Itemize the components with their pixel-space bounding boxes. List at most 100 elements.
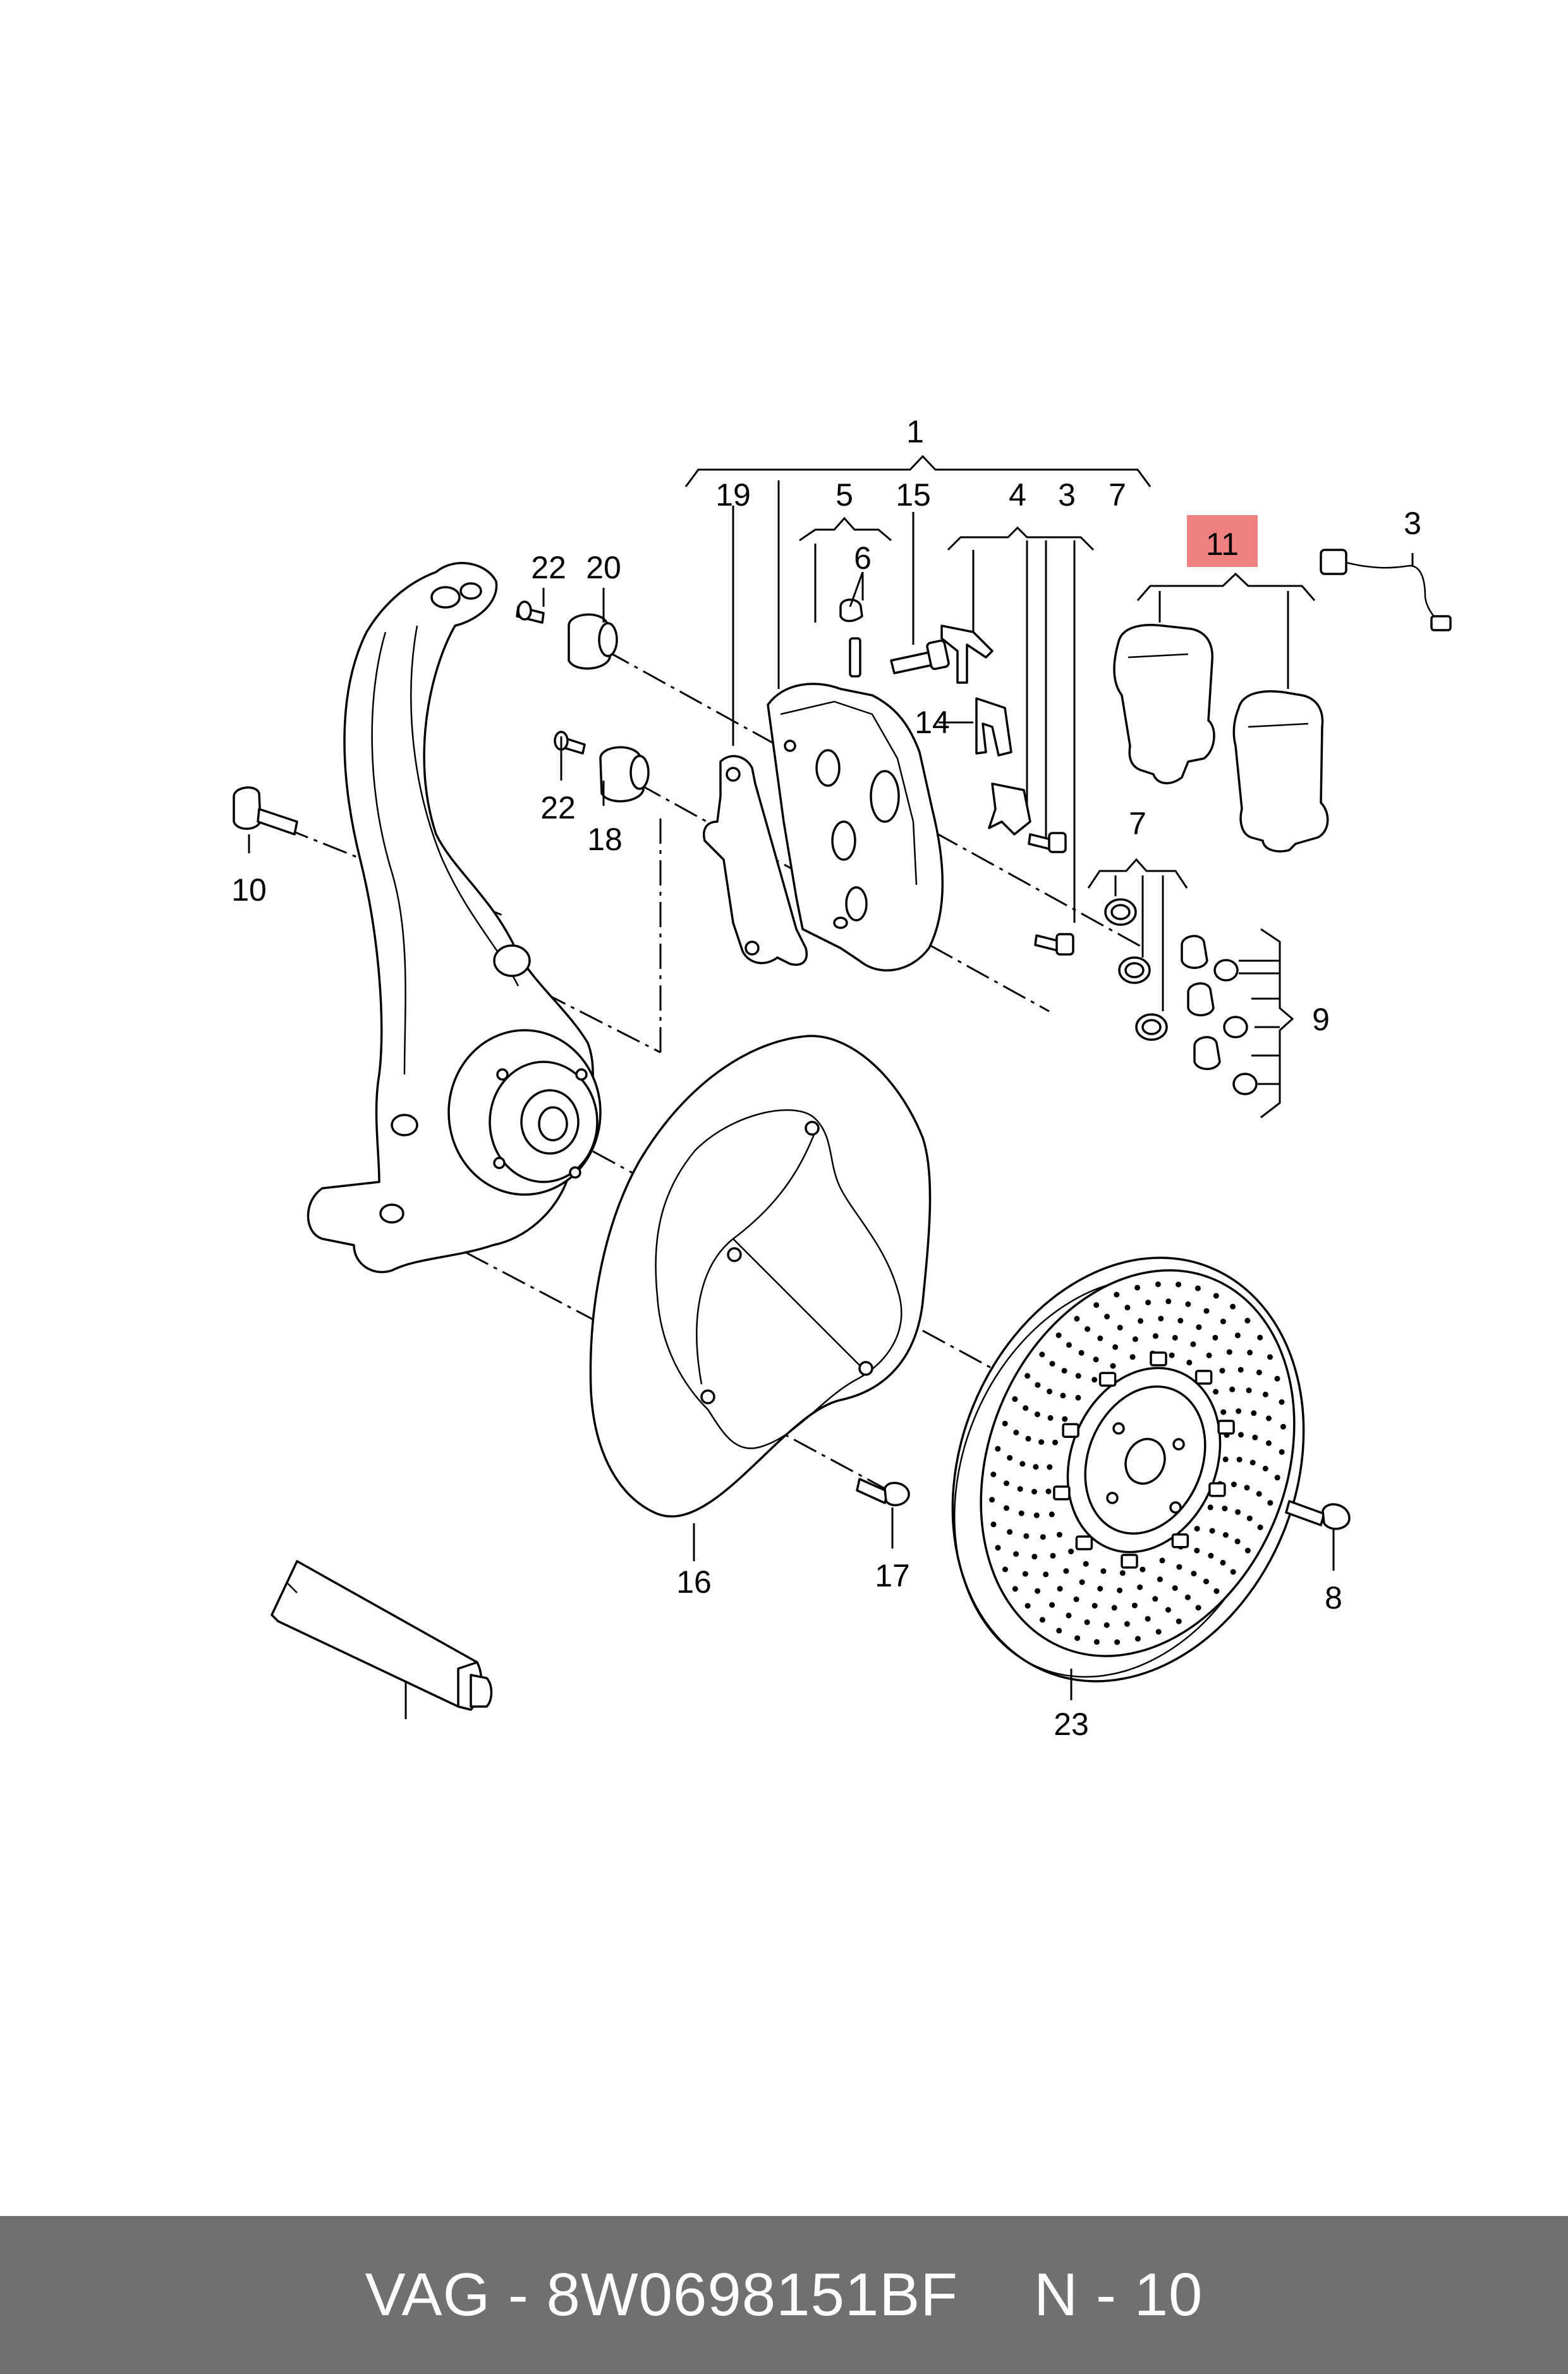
spreader-spring (988, 782, 1031, 836)
disc-hole (1012, 1396, 1018, 1402)
disc-hole (1131, 1602, 1138, 1609)
disc-hole (1190, 1341, 1196, 1348)
disc-hole (1226, 1349, 1232, 1355)
disc-hole (1213, 1588, 1220, 1594)
disc-bell-tab (1121, 1554, 1138, 1569)
disc-hole (1110, 1363, 1116, 1369)
disc-hole (1023, 1405, 1029, 1411)
part-number-banner: VAG - 8W0698151BF N - 10 (0, 2216, 1568, 2374)
disc-hole (1117, 1324, 1123, 1330)
disc-hole (1055, 1332, 1062, 1339)
disc-hole (1159, 1557, 1165, 1564)
disc-hole (1196, 1324, 1202, 1330)
disc-hole (1230, 1303, 1236, 1310)
callout-16: 17 (875, 1558, 910, 1593)
leader-lines (248, 553, 1414, 1719)
disc-hole (1047, 1464, 1053, 1470)
disc-hole (1207, 1504, 1213, 1511)
disc-hole (1237, 1367, 1244, 1373)
disc-hole (1078, 1349, 1085, 1356)
disc-hole (1057, 1586, 1063, 1592)
disc-hole (1056, 1628, 1062, 1634)
disc-hole (1039, 1351, 1045, 1358)
disc-hole (1043, 1571, 1049, 1578)
disc-hole (1129, 1354, 1136, 1360)
disc-hole (1100, 1568, 1107, 1574)
disc-hole (1097, 1335, 1103, 1341)
disc-hole (1083, 1561, 1089, 1567)
disc-hole (1186, 1360, 1193, 1366)
bolt-22-top (516, 600, 545, 624)
disc-hole (1172, 1585, 1178, 1592)
disc-hole (1229, 1386, 1236, 1392)
disc-bell-tab (1053, 1485, 1071, 1500)
callout-3b: 9 (1312, 1002, 1330, 1037)
callout-11: 3 (1404, 506, 1421, 541)
bolt-right-1 (1028, 832, 1067, 853)
disc-hole (1134, 1636, 1141, 1642)
brake-pads (1113, 624, 1329, 853)
disc-hole (1165, 1298, 1172, 1305)
disc-hole (1039, 1617, 1045, 1623)
disc-hole (1267, 1500, 1273, 1506)
disc-hole (1025, 1435, 1031, 1442)
disc-hole (1194, 1547, 1200, 1554)
disc-hole (1176, 1281, 1182, 1287)
disc-hole (1234, 1538, 1241, 1545)
disc-hole (1231, 1482, 1237, 1487)
disc-hole (1213, 1293, 1219, 1299)
disc-hole (1138, 1318, 1144, 1324)
disc-hole (1244, 1485, 1250, 1491)
callout-22b: 22 (540, 790, 576, 825)
disc-bell-tab (1075, 1535, 1093, 1550)
disc-hole (1066, 1342, 1072, 1348)
disc-bell-tab (1098, 1372, 1117, 1387)
pistons-3 (1181, 935, 1258, 1095)
callout-17: 8 (1325, 1580, 1342, 1616)
disc-hole (1165, 1607, 1171, 1613)
highlight-box-10 (1187, 515, 1258, 567)
disc-hole (1034, 1411, 1040, 1418)
disc-hole (1018, 1510, 1024, 1516)
bracket-group-7 (1087, 858, 1188, 1011)
disc-hole (1031, 1488, 1037, 1495)
disc-hole (1048, 1511, 1055, 1518)
screw-16 (856, 1478, 910, 1507)
disc-hole (1079, 1579, 1085, 1585)
disc-hole (1249, 1459, 1256, 1466)
bolt-right-2 (1034, 933, 1074, 956)
disc-bell-tabs (1053, 1351, 1235, 1569)
disc-bell-tab (1208, 1482, 1226, 1497)
disc-hole (1266, 1415, 1272, 1421)
callout-9: 16 (676, 1564, 712, 1600)
disc-hole (1145, 1616, 1151, 1622)
disc-hole (1134, 1284, 1141, 1291)
disc-hole (1124, 1621, 1130, 1627)
disc-hole (1158, 1315, 1164, 1322)
disc-hole (1208, 1552, 1214, 1559)
disc-hole (1169, 1352, 1175, 1358)
disc-hole (1213, 1389, 1219, 1395)
disc-hole (1185, 1301, 1191, 1307)
disc-hole (1279, 1399, 1285, 1405)
disc-hole (1013, 1430, 1019, 1435)
disc-hole (1124, 1305, 1131, 1311)
part-number: 8W0698151BF (546, 2261, 958, 2328)
disc-hole (1266, 1440, 1272, 1446)
disc-hole (1019, 1461, 1026, 1467)
disc-hole (1220, 1559, 1226, 1566)
disc-hole (1068, 1549, 1074, 1555)
disc-hole (1222, 1506, 1228, 1512)
disc-hole (1234, 1332, 1241, 1339)
disc-hole (1172, 1335, 1178, 1341)
disc-hole (1251, 1410, 1257, 1416)
disc-hole (1074, 1635, 1081, 1641)
disc-hole (1194, 1285, 1201, 1291)
disc-hole (1236, 1456, 1243, 1463)
disc-hole (1073, 1596, 1079, 1602)
disc-hole (1091, 1377, 1098, 1383)
disc-bell-tab (1150, 1351, 1167, 1367)
callout-7a: 7 (1109, 477, 1126, 513)
disc-hole (1075, 1373, 1081, 1379)
disc-bell-tab (1194, 1370, 1213, 1385)
